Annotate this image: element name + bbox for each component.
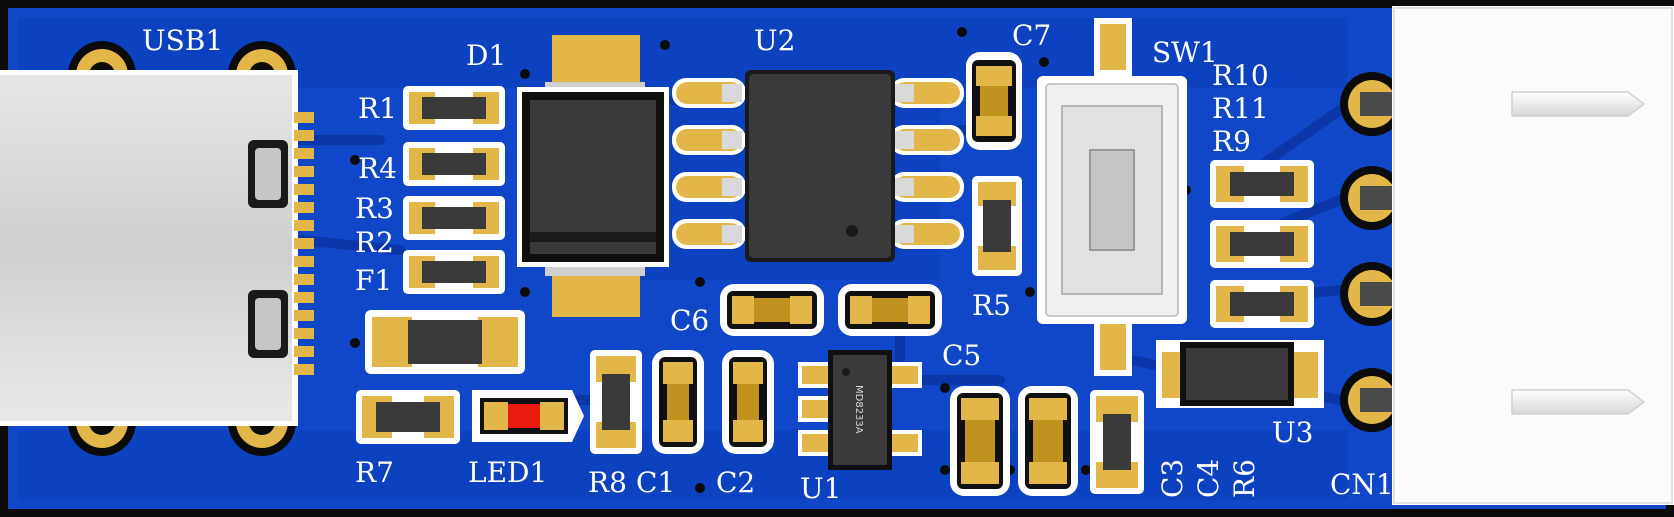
label-r2: R2: [355, 226, 394, 259]
label-r6: R6: [1228, 459, 1261, 498]
resistor-r7: [356, 390, 460, 444]
label-sw1: SW1: [1152, 36, 1218, 69]
label-c7: C7: [1012, 19, 1051, 52]
label-c6: C6: [670, 304, 709, 337]
label-led1: LED1: [468, 456, 547, 489]
diode-d1: [517, 35, 669, 317]
label-usb1: USB1: [142, 24, 223, 57]
ic-u3: [1156, 340, 1324, 408]
capacitor-c2: [722, 350, 774, 454]
label-c2: C2: [716, 466, 755, 499]
fuse-f1: [365, 310, 525, 374]
label-r9: R9: [1212, 125, 1251, 158]
label-r10: R10: [1212, 59, 1269, 92]
resistor-r10: [1210, 160, 1314, 208]
capacitor-c7: [966, 52, 1022, 150]
label-r8: R8: [588, 466, 627, 499]
resistor-r4: [403, 142, 505, 186]
label-c5: C5: [942, 339, 981, 372]
ic-u2: [672, 70, 964, 262]
usb1-connector: [0, 41, 314, 456]
label-u2: U2: [754, 24, 795, 57]
connector-cn1: [1340, 6, 1674, 505]
resistor-r9: [1210, 280, 1314, 328]
capacitor-c3: [950, 386, 1010, 496]
label-r1: R1: [358, 92, 397, 125]
resistor-r5: [972, 176, 1022, 276]
resistor-r2: [403, 250, 505, 294]
led-led1: [472, 390, 584, 442]
ic-u1: MD8233A: [798, 350, 922, 470]
resistor-r11: [1210, 220, 1314, 268]
label-d1: D1: [466, 39, 506, 72]
label-r4: R4: [358, 152, 397, 185]
label-c3: C3: [1156, 459, 1189, 498]
label-c4: C4: [1192, 459, 1225, 498]
label-c1: C1: [636, 466, 675, 499]
silkscreen-labels: USB1 D1 U2 C7 SW1 R10 R11 R9 R1 R4 R3 R2…: [142, 19, 1394, 505]
label-cn1: CN1: [1330, 468, 1394, 501]
resistor-r3: [403, 196, 505, 240]
capacitor-c6: [720, 284, 824, 336]
capacitor-c5: [838, 284, 942, 336]
capacitor-c1: [652, 350, 704, 454]
label-u3: U3: [1272, 416, 1313, 449]
label-r7: R7: [355, 456, 394, 489]
label-u1: U1: [800, 472, 841, 505]
resistor-r8: [590, 350, 642, 454]
resistor-r6: [1090, 390, 1144, 494]
resistor-r1: [403, 86, 505, 130]
u1-marking: MD8233A: [853, 385, 864, 434]
label-r3: R3: [355, 192, 394, 225]
label-f1: F1: [355, 264, 392, 297]
capacitor-c4: [1018, 386, 1078, 496]
label-r5: R5: [972, 289, 1011, 322]
label-r11: R11: [1212, 92, 1269, 125]
switch-sw1: [1037, 18, 1187, 376]
